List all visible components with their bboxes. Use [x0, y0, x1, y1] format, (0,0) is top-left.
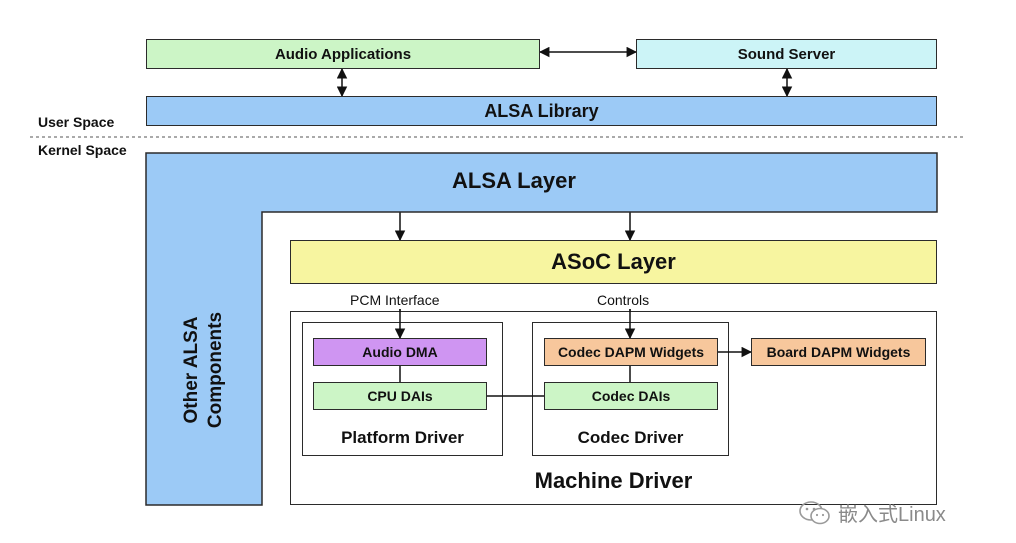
codec-dapm-widgets-box: Codec DAPM Widgets [544, 338, 718, 366]
codec-dapm-widgets-label: Codec DAPM Widgets [557, 344, 705, 360]
asoc-layer-label: ASoC Layer [551, 249, 676, 274]
alsa-library-label: ALSA Library [484, 100, 599, 121]
kernel-space-label: Kernel Space [38, 142, 127, 158]
codec-dais-label: Codec DAIs [591, 388, 671, 404]
asoc-layer-box: ASoC Layer [290, 240, 937, 284]
audio-applications-box: Audio Applications [146, 39, 540, 69]
sound-server-label: Sound Server [737, 45, 836, 63]
pcm-interface-label: PCM Interface [350, 292, 440, 308]
alsa-library-box: ALSA Library [146, 96, 937, 126]
alsa-layer-label: ALSA Layer [452, 168, 576, 193]
codec-dais-box: Codec DAIs [544, 382, 718, 410]
board-dapm-widgets-label: Board DAPM Widgets [766, 344, 911, 360]
watermark: 嵌入式Linux [798, 498, 946, 527]
machine-driver-label: Machine Driver [534, 468, 693, 493]
codec-driver-label: Codec Driver [577, 428, 684, 447]
audio-dma-label: Audio DMA [362, 344, 438, 360]
wechat-icon [799, 500, 830, 524]
controls-label: Controls [597, 292, 650, 308]
audio-applications-label: Audio Applications [274, 45, 412, 63]
audio-dma-box: Audio DMA [313, 338, 487, 366]
sound-server-box: Sound Server [636, 39, 937, 69]
cpu-dais-label: CPU DAIs [367, 388, 433, 404]
cpu-dais-box: CPU DAIs [313, 382, 487, 410]
user-space-label: User Space [38, 114, 115, 130]
platform-driver-label: Platform Driver [341, 428, 464, 447]
board-dapm-widgets-box: Board DAPM Widgets [751, 338, 926, 366]
watermark-text: 嵌入式Linux [838, 504, 946, 526]
